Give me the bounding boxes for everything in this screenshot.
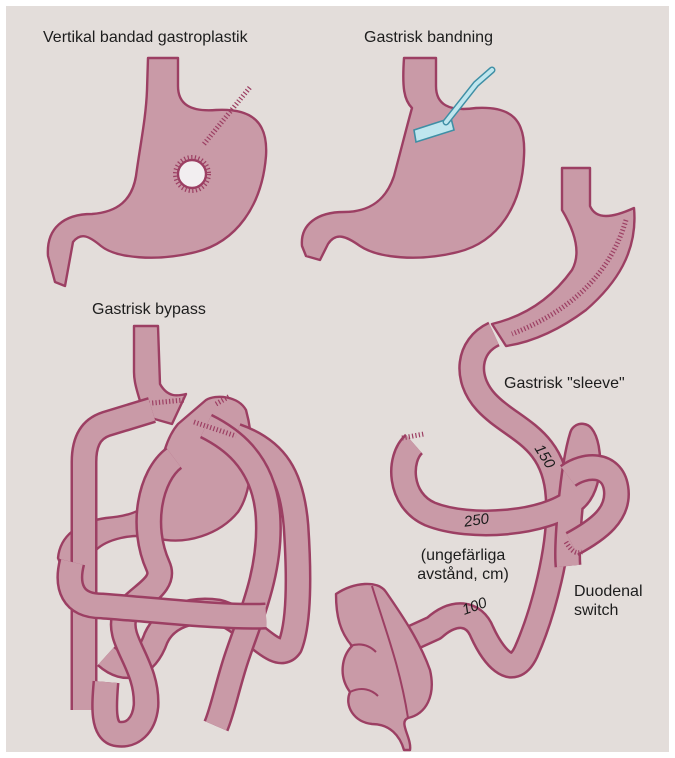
duodenal-switch-label: Duodenal switch [574,582,643,620]
banding-stomach [302,58,524,260]
banding-stomach-diagram [302,58,524,260]
sleeve-title: Gastrisk "sleeve" [504,374,625,393]
distance-note: (ungefärliga avstånd, cm) [408,546,518,584]
vbg-title: Vertikal bandad gastroplastik [43,28,248,47]
distance-note-line-2: avstånd, cm) [408,565,518,584]
distance-250: 250 [463,510,490,530]
distance-note-line-1: (ungefärliga [408,546,518,565]
bypass-title: Gastrisk bypass [92,300,206,319]
bypass-diagram [58,326,298,734]
illustration-panel: Vertikal bandad gastroplastik Gastrisk b… [6,6,669,752]
banding-title: Gastrisk bandning [364,28,493,47]
vbg-stomach [48,58,266,286]
vbg-stomach-diagram [48,58,266,286]
vbg-band-ring [178,160,206,188]
cecum-colon [336,584,432,750]
duodenal-switch-line-1: Duodenal [574,582,643,601]
duodenal-switch-line-2: switch [574,601,643,620]
